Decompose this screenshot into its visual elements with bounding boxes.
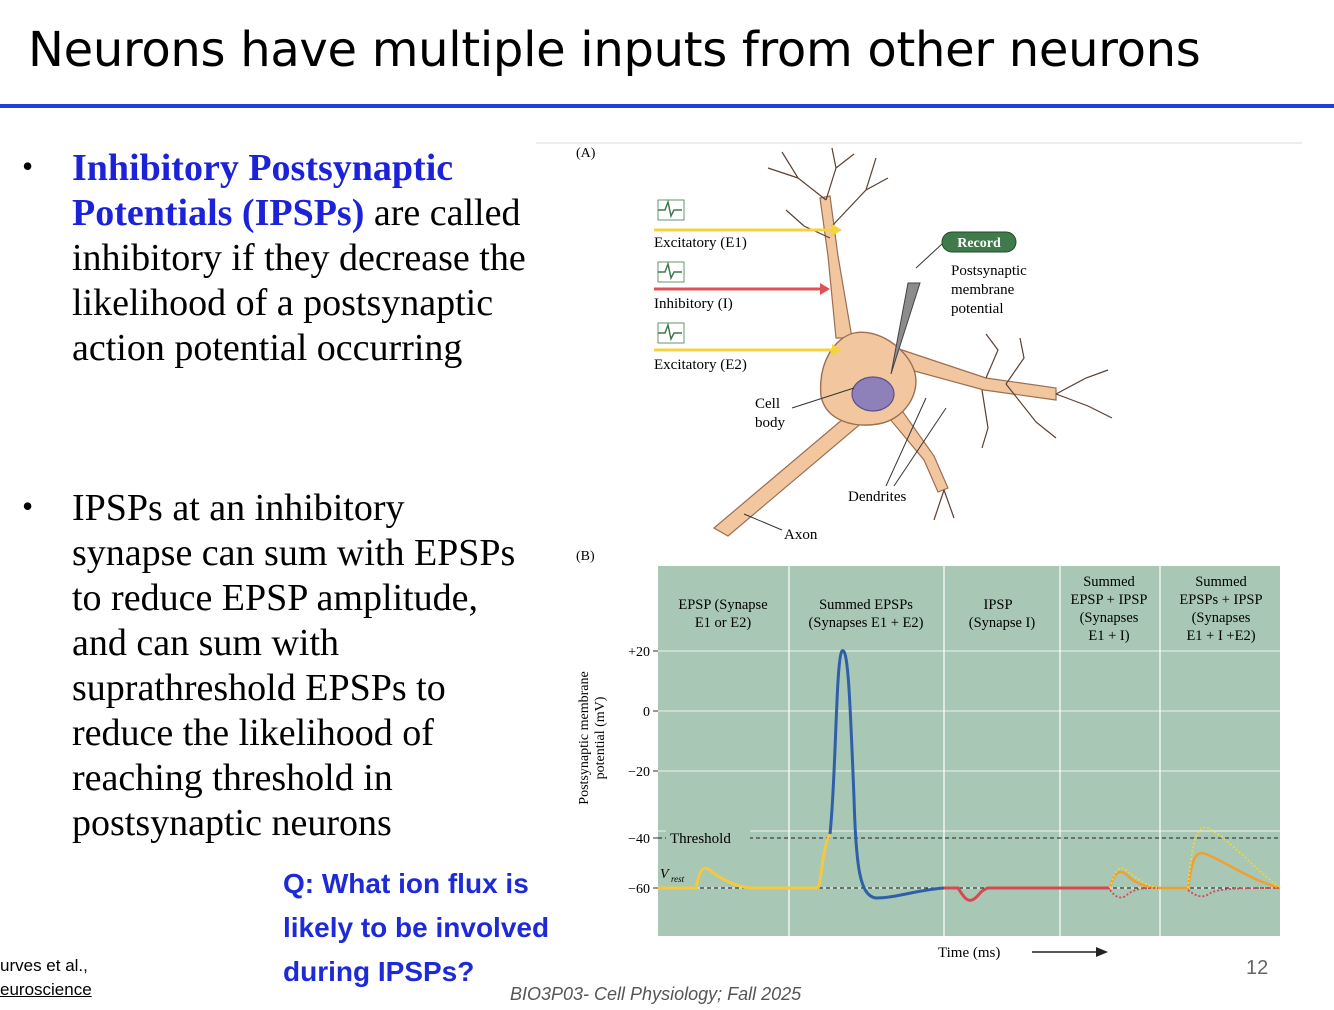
y-tick: 0 (643, 705, 650, 720)
trace-ipsp-dotted-2 (1187, 887, 1281, 898)
col1-header-line1: EPSP (Synapse (678, 597, 767, 613)
input-label: Inhibitory (I) (654, 296, 733, 312)
figure-svg: (A) Excitatory (E1) Inhibi (536, 142, 1302, 961)
bullet-highlight: Inhibitory Postsynaptic Potentials (IPSP… (72, 147, 454, 234)
vrest-label: V (660, 867, 670, 882)
citation: urves et al., euroscience (0, 954, 92, 1002)
record-desc-line3: potential (951, 301, 1004, 317)
record-electrode: Record Postsynaptic membrane potential (890, 231, 1027, 375)
record-label: Record (957, 236, 1001, 251)
col2-header-line2: (Synapses E1 + E2) (809, 615, 924, 631)
y-tick: −40 (628, 832, 650, 847)
input-excitatory-e1: Excitatory (E1) (654, 199, 842, 251)
neuron-figure: (A) Excitatory (E1) Inhibi (536, 138, 1302, 968)
membrane-potential-chart: EPSP (Synapse E1 or E2) Summed EPSPs (Sy… (577, 566, 1281, 961)
footer-course: BIO3P03- Cell Physiology; Fall 2025 (510, 984, 802, 1004)
spike-icon (658, 261, 682, 281)
x-axis-label: Time (ms) (938, 945, 1000, 961)
axon-shape (712, 407, 872, 537)
input-label: Excitatory (E1) (654, 235, 747, 251)
input-excitatory-e2: Excitatory (E2) (654, 322, 842, 373)
axon-label: Axon (784, 527, 818, 543)
col5-header-line2: EPSPs + IPSP (1179, 592, 1262, 608)
col5-header-line4: E1 + I +E2) (1186, 628, 1255, 644)
trace-action-potential (828, 649, 945, 900)
col3-header-line2: (Synapse I) (969, 615, 1036, 631)
bullet-body: are called inhibitory if they decrease t… (72, 192, 526, 369)
input-inhibitory: Inhibitory (I) (654, 261, 830, 312)
col5-header-line1: Summed (1195, 574, 1247, 590)
plot-background (658, 566, 1280, 936)
dendrites-label: Dendrites (848, 489, 906, 505)
trace-epsp (658, 833, 832, 890)
nucleus-shape (851, 376, 895, 412)
y-tick: +20 (628, 645, 650, 660)
col2-header-line1: Summed EPSPs (819, 597, 913, 613)
y-ticks: +20 0 −20 −40 −60 (628, 645, 650, 897)
record-badge (941, 231, 1017, 253)
record-desc-line1: Postsynaptic (951, 263, 1027, 279)
page-number: 12 (1246, 957, 1269, 979)
spike-icon (658, 322, 682, 342)
citation-authors: urves et al., (0, 956, 88, 975)
title-divider (0, 104, 1334, 108)
y-axis-label-line2: potential (mV) (593, 696, 608, 779)
citation-link[interactable]: euroscience (0, 980, 92, 999)
panel-b-label: (B) (576, 549, 595, 564)
trace-summed-epsp-ipsp (1108, 870, 1159, 890)
input-label: Excitatory (E2) (654, 357, 747, 373)
col4-header-line1: Summed (1083, 574, 1135, 590)
slide-title: Neurons have multiple inputs from other … (28, 22, 1201, 78)
y-tick: −20 (628, 765, 650, 780)
panel-a-label: (A) (576, 146, 596, 161)
bullet-text: Inhibitory Postsynaptic Potentials (IPSP… (72, 146, 532, 371)
record-desc-line2: membrane (951, 282, 1015, 298)
col4-header-line2: EPSP + IPSP (1071, 592, 1148, 608)
bullet-marker: • (22, 148, 34, 184)
bullet-text: IPSPs at an inhibitory synapse can sum w… (72, 486, 532, 846)
spike-icon (658, 199, 682, 219)
vrest-subscript: rest (671, 874, 685, 884)
y-tick: −60 (628, 882, 650, 897)
col3-header-line1: IPSP (983, 597, 1012, 613)
cell-body-label-line1: Cell (755, 396, 780, 412)
col4-header-line3: (Synapses (1080, 610, 1139, 626)
trace-ipsp (944, 886, 1110, 902)
col4-header-line4: E1 + I) (1088, 628, 1129, 644)
bullet-marker: • (22, 488, 34, 524)
trace-ipsp-alone-dotted (1109, 887, 1159, 899)
col5-header-line3: (Synapses (1192, 610, 1251, 626)
bullet-body: IPSPs at an inhibitory synapse can sum w… (72, 487, 516, 844)
trace-epsp-alone-dotted (1109, 867, 1159, 889)
trace-summed-epsps-dotted (1187, 826, 1281, 889)
question-text: Q: What ion flux is likely to be involve… (283, 868, 550, 987)
cell-body-label-line2: body (755, 415, 786, 431)
column-headers: EPSP (Synapse E1 or E2) Summed EPSPs (Sy… (678, 574, 1262, 644)
trace-summed-epsps-ipsp (1158, 851, 1281, 890)
col1-header-line2: E1 or E2) (695, 615, 752, 631)
y-axis-label-line1: Postsynaptic membrane (577, 671, 592, 804)
threshold-label: Threshold (670, 831, 731, 847)
neuron-diagram (712, 147, 1113, 537)
